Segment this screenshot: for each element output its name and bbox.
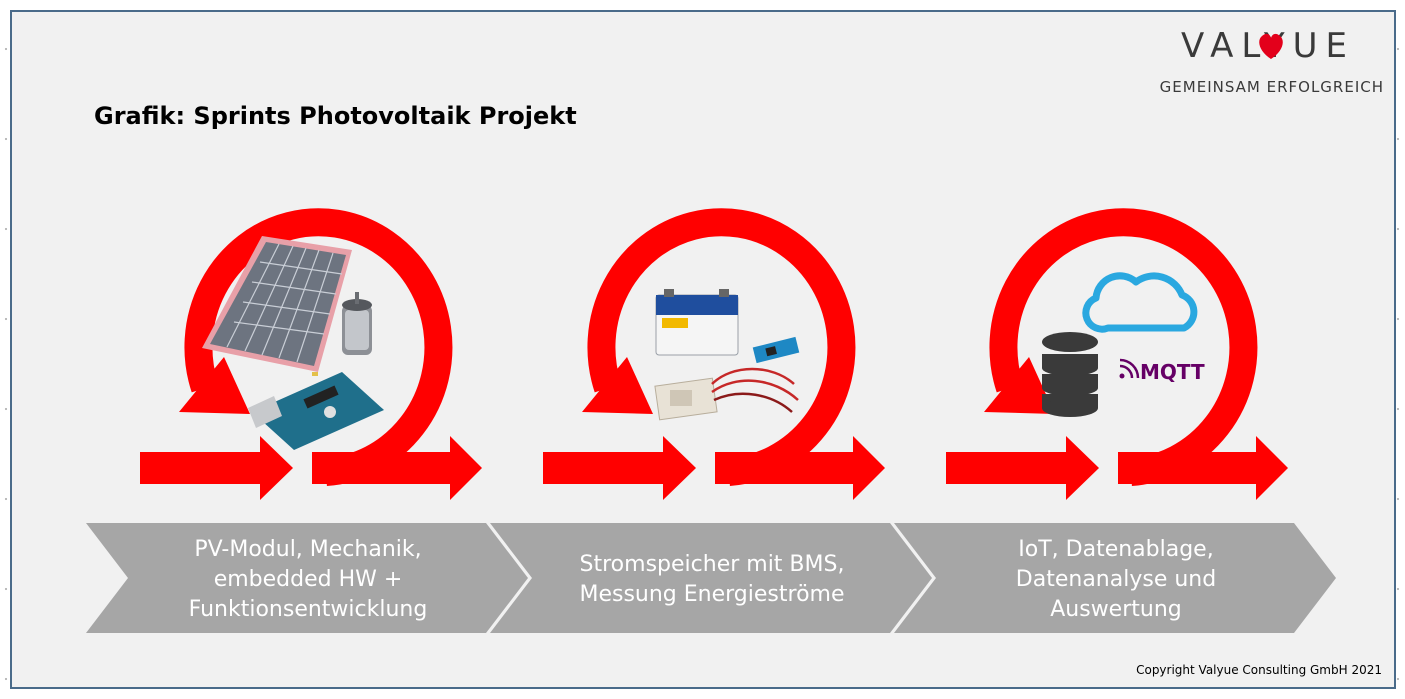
sprint-loop-1 [140,208,482,500]
database-icon [1042,332,1098,417]
loop-arc-2 [587,208,856,486]
loop-arc-1 [184,208,453,486]
copyright-notice: Copyright Valyue Consulting GmbH 2021 [1136,663,1382,677]
outgoing-arrow-2 [715,436,885,500]
loop-arrowhead-2 [582,357,653,414]
mqtt-logo-icon: MQTT [1119,358,1205,384]
outgoing-arrow-1 [312,436,482,500]
loop-arrowhead-1 [179,357,250,414]
chevron-sprint-1 [86,523,528,633]
dc-motor-icon [342,292,372,355]
loop-arc-3 [989,208,1258,486]
sprint-1-label: PV-Modul, Mechanik, embedded HW + Funkti… [188,537,428,622]
sprint-diagram: MQTT [86,33,1336,633]
bms-board-icon [654,367,799,421]
car-battery-icon [655,289,739,356]
microcontroller-icon [752,336,800,364]
chevron-sprint-3 [894,523,1336,633]
chevron-sprint-2 [490,523,932,633]
logo-heart-icon [1259,33,1283,59]
valyue-logo: VALYUE GEMEINSAM ERFOLGREICH [1152,26,1384,98]
loop-arrowhead-3 [984,357,1055,414]
incoming-arrow-3 [946,436,1099,500]
logo-tagline: GEMEINSAM ERFOLGREICH [1159,78,1384,96]
sprint-loop-2 [543,208,885,500]
mqtt-label: MQTT [1140,360,1205,384]
arduino-board-icon [248,372,384,450]
cloud-icon [1082,272,1198,333]
sprint-3-label: IoT, Datenablage, Datenanalyse und Auswe… [1015,537,1217,622]
solar-panel-icon [202,236,352,372]
sprint-2-label: Stromspeicher mit BMS, Messung Energiest… [579,552,845,607]
incoming-arrow-2 [543,436,696,500]
slide-frame: VALYUE GEMEINSAM ERFOLGREICH Grafik: Spr… [10,10,1396,689]
incoming-arrow-1 [140,436,293,500]
outgoing-arrow-3 [1118,436,1288,500]
sprint-loop-3 [946,208,1288,500]
page-title: Grafik: Sprints Photovoltaik Projekt [94,102,577,130]
